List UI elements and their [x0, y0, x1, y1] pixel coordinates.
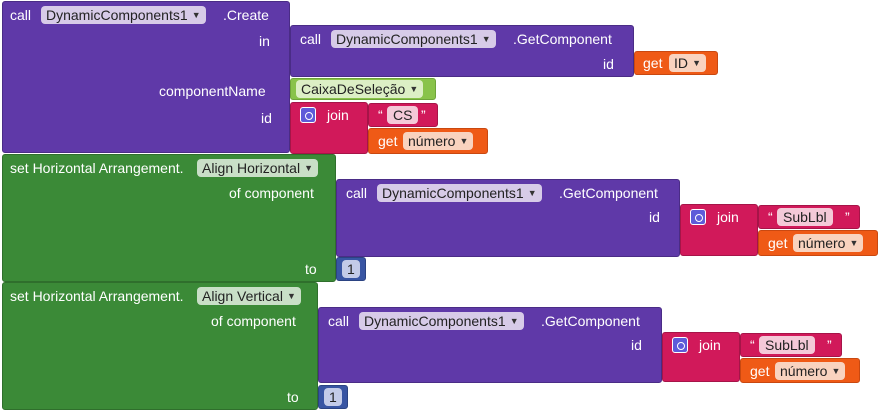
- to-label: to: [287, 389, 299, 405]
- property-value: Align Vertical: [202, 288, 283, 304]
- property-dropdown[interactable]: Align Vertical ▼: [197, 287, 301, 305]
- quote-close: ”: [827, 337, 832, 353]
- number-value[interactable]: 1: [324, 388, 342, 406]
- component-type-dropdown[interactable]: CaixaDeSeleção ▼: [296, 80, 424, 98]
- set-label: set Horizontal Arrangement.: [10, 160, 184, 176]
- component-type-value: CaixaDeSeleção: [301, 81, 406, 97]
- join-block-1[interactable]: join: [290, 102, 368, 154]
- get-label: get: [378, 133, 398, 149]
- getcomponent-method-label: .GetComponent: [513, 31, 612, 47]
- create-block[interactable]: call DynamicComponents1 ▼ .Create in com…: [2, 1, 290, 153]
- to-label: to: [305, 261, 317, 277]
- getcomponent-method-label: .GetComponent: [541, 313, 640, 329]
- getcomponent-call-label: call: [328, 313, 350, 329]
- gear-icon[interactable]: [300, 107, 316, 123]
- chevron-down-icon: ▼: [527, 188, 537, 198]
- get-numero-block-2[interactable]: get número ▼: [758, 230, 878, 256]
- text-value[interactable]: SubLbl: [759, 336, 815, 354]
- set-align-vertical-block[interactable]: set Horizontal Arrangement. Align Vertic…: [2, 282, 318, 410]
- getcomponent-block-1[interactable]: call DynamicComponents1 ▼ .GetComponent …: [290, 25, 634, 77]
- chevron-down-icon: ▼: [191, 10, 201, 20]
- of-component-label: of component: [211, 313, 296, 329]
- join-label: join: [717, 209, 739, 225]
- create-in-label: in: [259, 33, 270, 49]
- quote-close: ”: [845, 209, 850, 225]
- chevron-down-icon: ▼: [459, 136, 469, 146]
- join-label: join: [699, 337, 721, 353]
- component-name-block[interactable]: CaixaDeSeleção ▼: [290, 78, 436, 100]
- set-label: set Horizontal Arrangement.: [10, 288, 184, 304]
- get-id-block[interactable]: get ID ▼: [634, 51, 718, 75]
- get-label: get: [643, 55, 663, 71]
- getcomponent-component-value: DynamicComponents1: [382, 185, 524, 201]
- getcomponent-component-value: DynamicComponents1: [336, 31, 478, 47]
- create-componentname-label: componentName: [159, 83, 266, 99]
- number-block-2[interactable]: 1: [318, 385, 348, 409]
- getcomponent-block-3[interactable]: call DynamicComponents1 ▼ .GetComponent …: [318, 307, 662, 383]
- chevron-down-icon: ▼: [831, 366, 841, 376]
- getcomponent-component-dropdown[interactable]: DynamicComponents1 ▼: [377, 184, 542, 202]
- variable-dropdown[interactable]: ID ▼: [669, 54, 706, 72]
- get-numero-block-3[interactable]: get número ▼: [740, 358, 860, 383]
- join-label: join: [327, 107, 349, 123]
- create-component-value: DynamicComponents1: [46, 7, 188, 23]
- gear-icon[interactable]: [690, 209, 706, 225]
- getcomponent-component-value: DynamicComponents1: [364, 313, 506, 329]
- get-numero-block-1[interactable]: get número ▼: [368, 128, 488, 154]
- chevron-down-icon: ▼: [481, 34, 491, 44]
- chevron-down-icon: ▼: [849, 238, 859, 248]
- text-value[interactable]: CS: [387, 106, 419, 124]
- quote-open: “: [378, 107, 383, 123]
- quote-open: “: [750, 337, 755, 353]
- create-id-label: id: [261, 110, 272, 126]
- create-call-label: call: [10, 7, 32, 23]
- variable-value: número: [780, 363, 828, 379]
- getcomponent-component-dropdown[interactable]: DynamicComponents1 ▼: [359, 312, 524, 330]
- getcomponent-component-dropdown[interactable]: DynamicComponents1 ▼: [331, 30, 496, 48]
- chevron-down-icon: ▼: [692, 58, 701, 68]
- getcomponent-call-label: call: [300, 31, 322, 47]
- variable-dropdown[interactable]: número ▼: [403, 132, 474, 150]
- number-value[interactable]: 1: [342, 260, 360, 278]
- of-component-label: of component: [229, 185, 314, 201]
- getcomponent-id-label: id: [603, 56, 614, 72]
- quote-open: “: [768, 209, 773, 225]
- text-value[interactable]: SubLbl: [777, 208, 833, 226]
- gear-icon[interactable]: [672, 337, 688, 353]
- getcomponent-block-2[interactable]: call DynamicComponents1 ▼ .GetComponent …: [336, 179, 680, 257]
- property-dropdown[interactable]: Align Horizontal ▼: [197, 159, 319, 177]
- join-block-3[interactable]: join: [662, 332, 740, 382]
- variable-value: ID: [674, 55, 688, 71]
- chevron-down-icon: ▼: [509, 316, 519, 326]
- get-label: get: [750, 363, 770, 379]
- getcomponent-id-label: id: [631, 337, 642, 353]
- text-block-cs[interactable]: “ CS ”: [368, 103, 438, 127]
- variable-dropdown[interactable]: número ▼: [793, 234, 864, 252]
- chevron-down-icon: ▼: [287, 291, 296, 301]
- text-block-sublbl-2[interactable]: “ SubLbl ”: [740, 333, 842, 357]
- variable-value: número: [408, 133, 456, 149]
- getcomponent-id-label: id: [649, 209, 660, 225]
- variable-value: número: [798, 235, 846, 251]
- get-label: get: [768, 235, 788, 251]
- getcomponent-call-label: call: [346, 185, 368, 201]
- create-component-dropdown[interactable]: DynamicComponents1 ▼: [41, 6, 206, 24]
- variable-dropdown[interactable]: número ▼: [775, 362, 846, 380]
- property-value: Align Horizontal: [202, 160, 301, 176]
- number-block-1[interactable]: 1: [336, 257, 366, 281]
- text-block-sublbl-1[interactable]: “ SubLbl ”: [758, 205, 860, 229]
- set-align-horizontal-block[interactable]: set Horizontal Arrangement. Align Horizo…: [2, 154, 336, 282]
- getcomponent-method-label: .GetComponent: [559, 185, 658, 201]
- quote-close: ”: [421, 107, 426, 123]
- join-block-2[interactable]: join: [680, 204, 758, 256]
- chevron-down-icon: ▼: [304, 163, 314, 173]
- chevron-down-icon: ▼: [409, 84, 419, 94]
- create-method-label: .Create: [223, 7, 269, 23]
